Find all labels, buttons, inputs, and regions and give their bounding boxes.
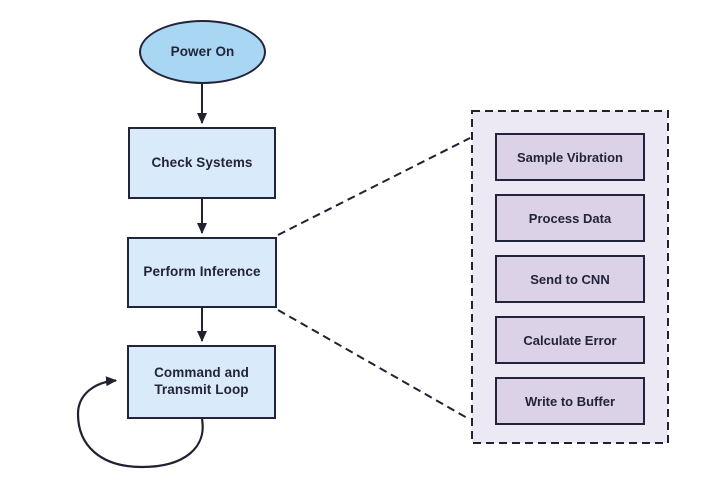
panel-item-sample-vibration: Sample Vibration xyxy=(495,133,645,181)
dashed-link-top xyxy=(277,137,471,236)
panel-item-process-data: Process Data xyxy=(495,194,645,242)
panel-item-calculate-error-label: Calculate Error xyxy=(523,332,617,348)
command-label-line1: Command and xyxy=(154,365,249,381)
node-command-transmit-loop-label: Command and Transmit Loop xyxy=(154,365,249,399)
node-perform-inference-label: Perform Inference xyxy=(143,264,261,280)
node-perform-inference: Perform Inference xyxy=(127,237,277,308)
node-command-transmit-loop: Command and Transmit Loop xyxy=(127,345,276,419)
panel-item-write-to-buffer: Write to Buffer xyxy=(495,377,645,425)
panel-item-calculate-error: Calculate Error xyxy=(495,316,645,364)
panel-item-process-data-label: Process Data xyxy=(528,210,612,226)
dashed-link-bottom xyxy=(277,309,470,420)
panel-item-sample-vibration-label: Sample Vibration xyxy=(517,149,623,165)
panel-item-send-to-cnn: Send to CNN xyxy=(495,255,645,303)
command-label-line2: Transmit Loop xyxy=(154,382,249,397)
node-check-systems-label: Check Systems xyxy=(151,154,253,170)
node-power-on: Power On xyxy=(139,20,266,84)
panel-item-write-to-buffer-label: Write to Buffer xyxy=(524,393,616,409)
panel-item-send-to-cnn-label: Send to CNN xyxy=(530,271,610,287)
node-check-systems: Check Systems xyxy=(128,127,276,199)
self-loop-arrow xyxy=(76,376,204,469)
node-power-on-label: Power On xyxy=(170,43,235,59)
